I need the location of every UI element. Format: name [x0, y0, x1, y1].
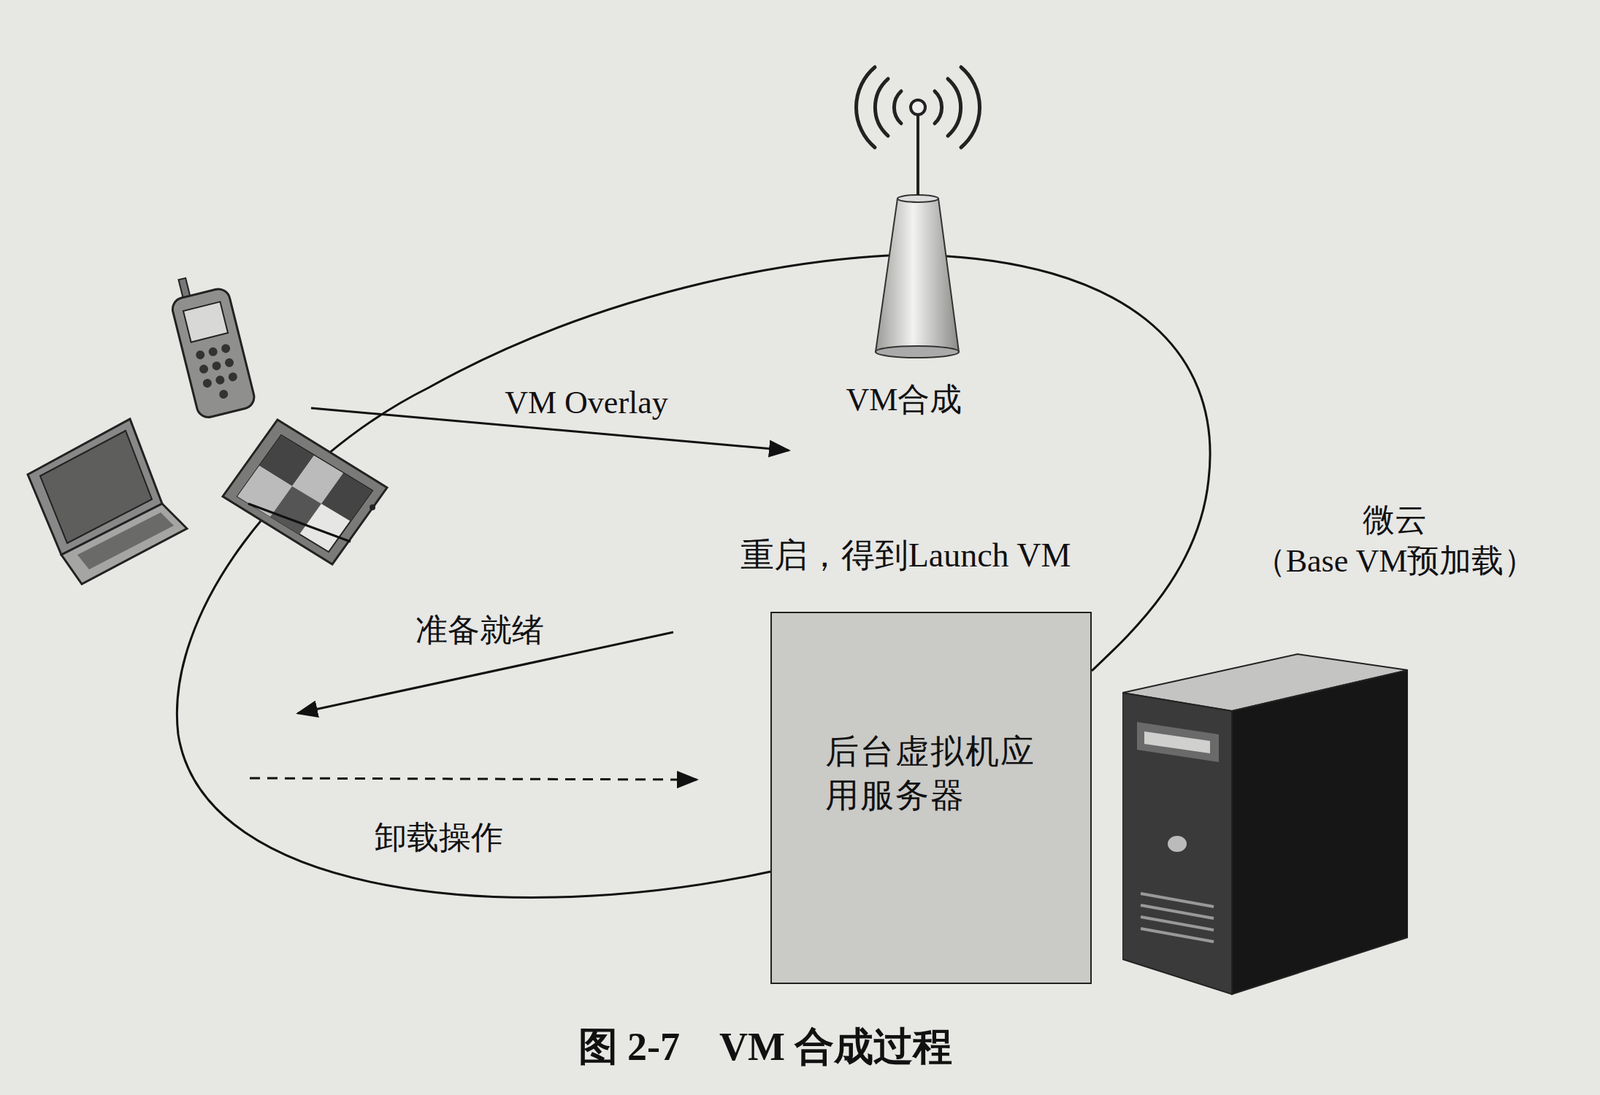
laptop [27, 419, 187, 585]
arrow-label: 重启，得到Launch VM [736, 535, 1076, 576]
micro-cloud: 微云（Base VM预加载） [1109, 496, 1592, 1001]
node-subtitle: （Base VM预加载） [1253, 541, 1537, 582]
offload-arrow [249, 778, 697, 780]
server-box: 后台虚拟机应用服务器 [770, 611, 1092, 985]
figure-caption: 图 2-7 VM 合成过程 [578, 1020, 953, 1075]
arrow-label: 卸载操作 [370, 819, 508, 859]
antenna-tower [855, 67, 980, 358]
box-text: 后台虚拟机应用服务器 [825, 730, 1037, 818]
arrow-label: VM合成 [841, 381, 967, 420]
server-icon [1122, 652, 1408, 997]
node-heading: 微云 [1362, 500, 1427, 541]
mobile-phone [165, 268, 257, 420]
arrow-label: VM Overlay [500, 384, 673, 423]
arrow-label: 准备就绪 [411, 611, 549, 651]
tablet [222, 419, 388, 565]
